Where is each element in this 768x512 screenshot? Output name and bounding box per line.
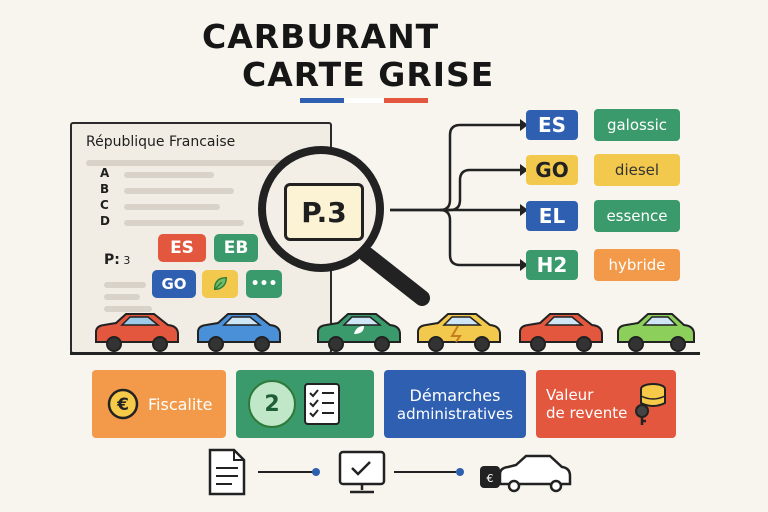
badge-eb: EB: [214, 234, 258, 262]
card-valeur-revente: Valeur de revente: [536, 370, 676, 438]
green-car-icon: [617, 313, 695, 352]
fuel-essence: essence: [594, 200, 680, 232]
document-letter: C: [100, 198, 109, 212]
document-letter: D: [100, 214, 110, 228]
card-demarches: Démarches administratives: [384, 370, 526, 438]
car-key-icon: €: [480, 454, 572, 493]
card-valeur-line1: Valeur: [546, 386, 594, 404]
card-fiscalite-label: Fiscalite: [148, 394, 213, 414]
document-p3-field: P: 3: [104, 252, 131, 268]
road-line: [70, 352, 700, 355]
code-go: GO: [526, 155, 578, 185]
badge-number: 2: [248, 380, 296, 428]
monitor-check-icon: [338, 450, 386, 494]
coins-key-icon: [635, 383, 667, 425]
document-letter: B: [100, 182, 110, 196]
code-h2: H2: [526, 250, 578, 280]
badge-go: GO: [152, 270, 196, 298]
document-heading: République Francaise: [86, 134, 236, 150]
checklist-icon: [304, 383, 340, 425]
red-car-icon: [95, 313, 179, 352]
svg-text:€: €: [116, 395, 129, 415]
french-flag-stripe: [300, 98, 428, 103]
red-car-icon: [519, 313, 603, 352]
green-car-icon: [317, 313, 401, 352]
document-icon: [208, 448, 246, 496]
title-line-2: CARTE GRISE: [242, 55, 495, 94]
euro-coin-icon: €: [107, 388, 139, 420]
card-demarches-line2: administratives: [396, 404, 514, 423]
document-letter: A: [100, 166, 110, 180]
blue-car-icon: [197, 313, 281, 352]
fuel-diesel: diesel: [594, 154, 680, 186]
badge-more: •••: [246, 270, 282, 298]
card-demarches-line1: Démarches: [409, 385, 501, 405]
code-es: ES: [526, 110, 578, 140]
badge-es: ES: [158, 234, 206, 262]
magnifier-text: P.3: [284, 183, 364, 241]
yellow-car-icon: [417, 313, 501, 352]
card-controle: 2: [236, 370, 374, 438]
svg-text:€: €: [487, 472, 494, 485]
leaf-icon: [202, 270, 238, 298]
card-valeur-line2: de revente: [546, 404, 628, 422]
fuel-hybride: hybride: [594, 249, 680, 281]
process-flow: €: [208, 448, 572, 496]
code-el: EL: [526, 201, 578, 231]
mapping-arrows: [390, 119, 528, 271]
fuel-galossic: galossic: [594, 109, 680, 141]
title-line-1: CARBURANT: [202, 17, 440, 56]
card-fiscalite: € Fiscalite: [92, 370, 226, 438]
magnifier-handle-icon: [360, 248, 430, 306]
